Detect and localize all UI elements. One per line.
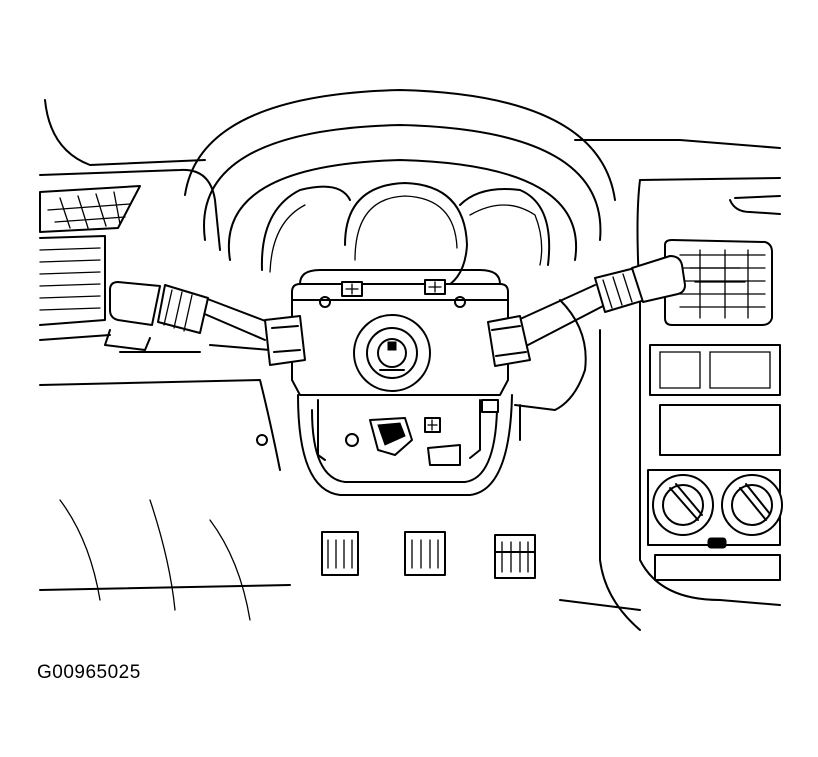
mounting-screw-right	[425, 280, 445, 294]
console-lower-buttons	[655, 538, 780, 580]
pedal-left	[322, 532, 358, 575]
steering-shaft	[354, 315, 430, 391]
left-air-vent	[40, 186, 140, 325]
figure-code: G00965025	[37, 662, 141, 683]
mounting-screw-left	[342, 282, 362, 296]
combination-switch-diagram	[0, 0, 818, 640]
pedal-center	[405, 532, 445, 575]
switch-mechanism-lower	[318, 400, 498, 465]
dashboard-outline	[40, 100, 780, 630]
left-lever-light-switch	[105, 282, 305, 365]
pedal-right	[495, 535, 535, 578]
hvac-knob-right	[722, 475, 782, 535]
right-lever-wiper-switch	[488, 256, 745, 366]
right-air-vent	[665, 196, 780, 325]
instrument-gauges	[262, 183, 549, 290]
instrument-cluster-hood	[185, 90, 615, 260]
steering-column-shroud	[298, 395, 512, 495]
hvac-knob-left	[653, 475, 713, 535]
